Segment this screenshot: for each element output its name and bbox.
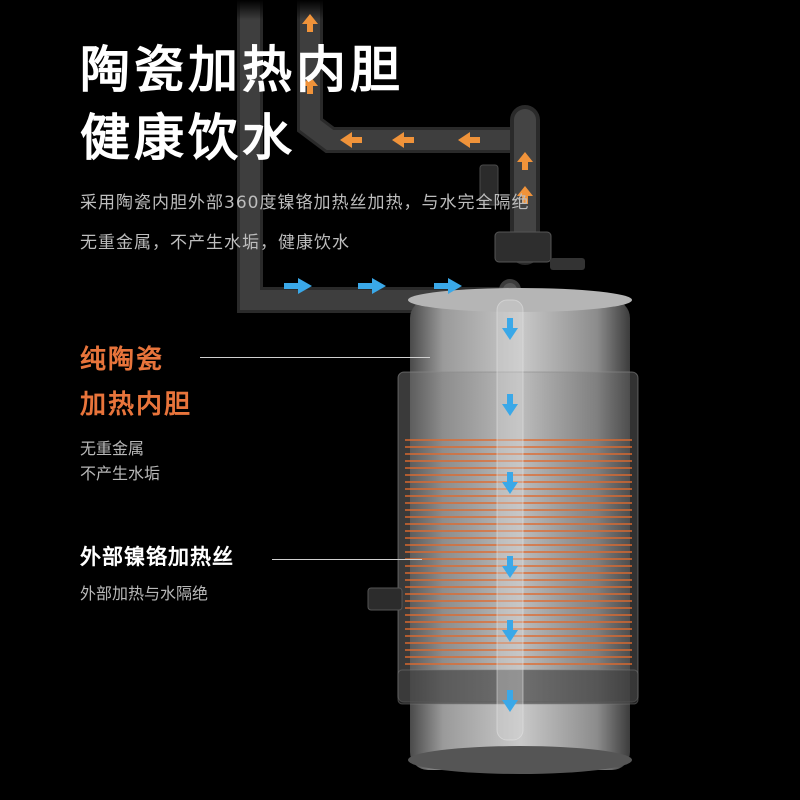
headline-line2: 健康饮水 xyxy=(80,109,296,167)
arrow-icon xyxy=(302,14,318,32)
arrow-icon xyxy=(517,152,533,170)
arrow-icon xyxy=(502,620,518,642)
arrow-icon xyxy=(358,278,386,294)
ceramic-callout-sub-line2: 不产生水垢 xyxy=(80,464,161,483)
arrow-icon xyxy=(340,132,362,148)
ceramic-callout-title-line2: 加热内胆 xyxy=(80,390,193,420)
flow-arrows xyxy=(284,14,533,712)
arrow-icon xyxy=(517,186,533,204)
arrow-icon xyxy=(302,76,318,94)
arrow-icon xyxy=(502,690,518,712)
description-line2: 无重金属，不产生水垢，健康饮水 xyxy=(80,233,350,253)
ceramic-callout-title-line1: 纯陶瓷 xyxy=(80,345,165,375)
wire-callout-leader-line xyxy=(272,559,422,560)
arrow-icon xyxy=(458,132,480,148)
wire-callout-sub: 外部加热与水隔绝 xyxy=(80,584,209,603)
valve-block xyxy=(479,164,585,270)
tank xyxy=(367,288,639,774)
arrow-icon xyxy=(434,278,462,294)
arrow-icon xyxy=(502,556,518,578)
description-line1: 采用陶瓷内胆外部360度镍铬加热丝加热，与水完全隔绝 xyxy=(80,193,530,213)
heating-coils xyxy=(405,439,632,665)
arrow-icon xyxy=(502,318,518,340)
arrow-icon xyxy=(502,394,518,416)
arrow-icon xyxy=(284,278,312,294)
ceramic-callout-sub-line1: 无重金属 xyxy=(80,439,145,458)
ceramic-callout-leader-line xyxy=(200,357,430,358)
headline-line1: 陶瓷加热内胆 xyxy=(80,41,404,99)
wire-callout-title: 外部镍铬加热丝 xyxy=(80,545,234,569)
arrow-icon xyxy=(392,132,414,148)
arrow-icon xyxy=(502,472,518,494)
